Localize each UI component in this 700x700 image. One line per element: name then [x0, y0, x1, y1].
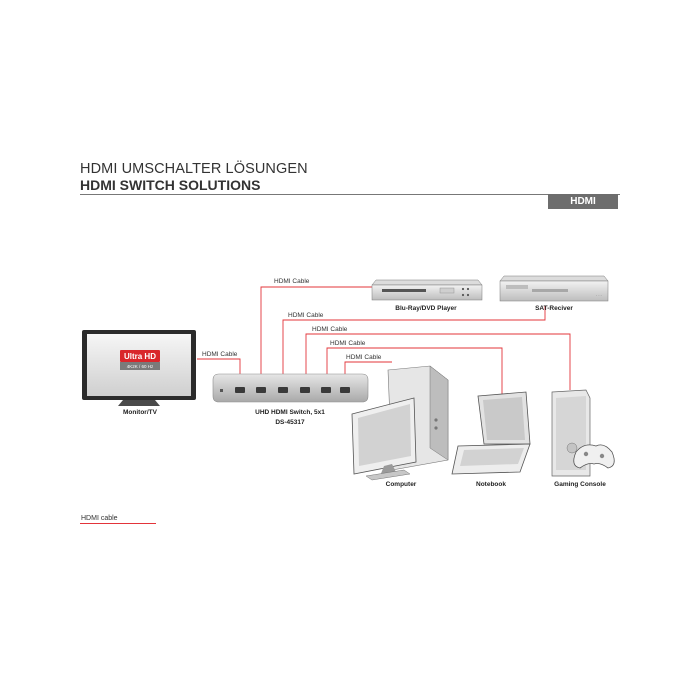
tv-device: Ultra HD 4K2K / 60 Hz Monitor/TV: [82, 330, 196, 416]
console-device: Gaming Console: [551, 389, 615, 488]
legend-label: HDMI cable: [81, 515, 118, 522]
tv-ultrahd-badge: [120, 350, 160, 362]
tv-stand: [118, 400, 160, 406]
bluray-front: [371, 284, 483, 301]
switch-ports: [235, 387, 350, 393]
computer-label: Computer: [386, 481, 417, 488]
switch-port-out: [235, 387, 245, 393]
sat-label: SAT-Reciver: [535, 305, 573, 312]
hdmi-badge: HDMI: [548, 194, 618, 209]
cable-label-computer: HDMI Cable: [346, 354, 382, 361]
bluray-device: Blu-Ray/DVD Player: [371, 279, 483, 312]
switch-port-2: [278, 387, 288, 393]
legend-cable-line: [80, 523, 156, 524]
cable-label-sat: HDMI Cable: [288, 312, 324, 319]
tv-spec-strip: [120, 362, 160, 370]
switch-port-4: [321, 387, 331, 393]
console-controller: [573, 444, 615, 469]
cable-bluray: [260, 286, 372, 375]
cable-tv: [197, 358, 241, 375]
cable-labels: HDMI Cable HDMI Cable HDMI Cable HDMI Ca…: [202, 278, 382, 361]
notebook-label: Notebook: [476, 481, 506, 488]
tv-label: Monitor/TV: [123, 409, 158, 416]
cable-label-notebook: HDMI Cable: [330, 340, 366, 347]
cable-label-tv: HDMI Cable: [202, 351, 238, 358]
cable-label-console: HDMI Cable: [312, 326, 348, 333]
svg-text:· · ·: · · ·: [596, 294, 601, 298]
computer-device: Computer: [351, 365, 449, 488]
switch-body: [212, 373, 369, 403]
notebook-device: Notebook: [451, 391, 531, 488]
cable-sat: [282, 306, 546, 375]
console-label: Gaming Console: [554, 481, 606, 488]
title-english: HDMI SWITCH SOLUTIONS: [80, 177, 261, 193]
switch-port-5: [340, 387, 350, 393]
switch-port-1: [256, 387, 266, 393]
switch-label-line1: UHD HDMI Switch, 5x1: [255, 409, 325, 416]
cable-label-bluray: HDMI Cable: [274, 278, 310, 285]
switch-port-3: [300, 387, 310, 393]
header-rule: [80, 194, 620, 195]
sat-device: · · · SAT-Reciver: [499, 275, 609, 312]
title-german: HDMI UMSCHALTER LÖSUNGEN: [80, 161, 308, 177]
cables: [197, 286, 571, 395]
switch-power-port: [220, 389, 223, 392]
switch-label-line2: DS-45317: [275, 419, 305, 426]
bluray-label: Blu-Ray/DVD Player: [395, 305, 457, 312]
tv-spec-text: 4K2K / 60 Hz: [127, 364, 154, 369]
bluray-tray: [382, 289, 426, 292]
cable-computer: [344, 361, 392, 375]
hdmi-switch: UHD HDMI Switch, 5x1 DS-45317: [212, 373, 369, 426]
tv-ultrahd-text: Ultra HD: [124, 352, 156, 361]
cable-console: [305, 333, 571, 390]
cable-notebook: [326, 347, 503, 395]
